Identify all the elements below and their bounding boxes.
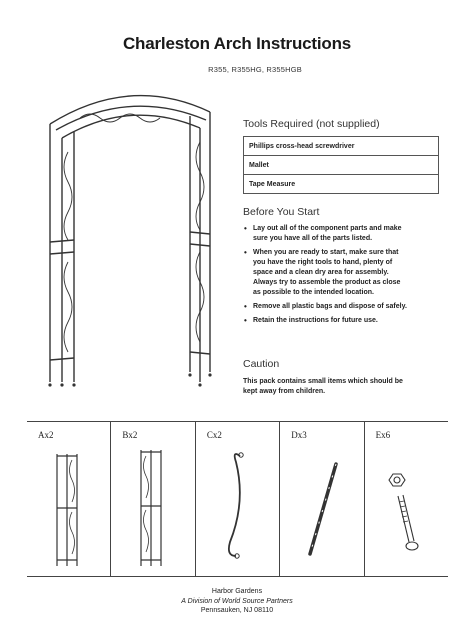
tool-item: Phillips cross-head screwdriver [243,136,439,156]
caution-heading: Caution [243,358,280,370]
part-cell-b: Bx2 [111,422,196,576]
part-label: Cx2 [206,430,222,440]
tools-heading: Tools Required (not supplied) [243,118,380,130]
parts-list: Ax2 Bx2 [27,421,448,577]
rod-icon [308,462,338,556]
caution-text: This pack contains small items which sho… [243,378,403,395]
model-numbers: R355, R355HG, R355HGB [208,65,302,74]
side-panel-b-icon [140,450,163,566]
arch-assembly-illustration [48,94,212,387]
part-cell-a: Ax2 [27,422,112,576]
part-label: Ax2 [38,430,54,440]
part-cell-e: Ex6 [365,422,448,576]
part-label: Ex6 [375,430,391,440]
part-cell-d: Dx3 [280,422,365,576]
list-item: Lay out all of the component parts and m… [243,224,408,244]
tool-item: Mallet [243,155,439,175]
page-title: Charleston Arch Instructions [122,34,352,53]
list-item: Remove all plastic bags and dispose of s… [243,302,408,312]
part-label: Bx2 [122,430,138,440]
before-start-list: Lay out all of the component parts and m… [243,224,408,330]
bolt-nut-icon [387,473,419,551]
company-location: Pennsauken, NJ 08110 [200,607,274,614]
list-item: Retain the instructions for future use. [243,316,408,326]
company-name: Harbor Gardens [211,588,263,595]
tool-item: Tape Measure [243,174,439,194]
list-item: When you are ready to start, make sure t… [243,248,408,298]
company-division: A Division of World Source Partners [181,597,293,605]
arch-piece-icon [227,452,244,559]
before-start-heading: Before You Start [243,206,320,218]
company-footer: Harbor Gardens A Division of World Sourc… [0,587,474,616]
tools-table: Phillips cross-head screwdriver Mallet T… [243,136,439,194]
part-label: Dx3 [291,430,307,440]
side-panel-a-icon [56,454,78,566]
part-cell-c: Cx2 [196,422,281,576]
